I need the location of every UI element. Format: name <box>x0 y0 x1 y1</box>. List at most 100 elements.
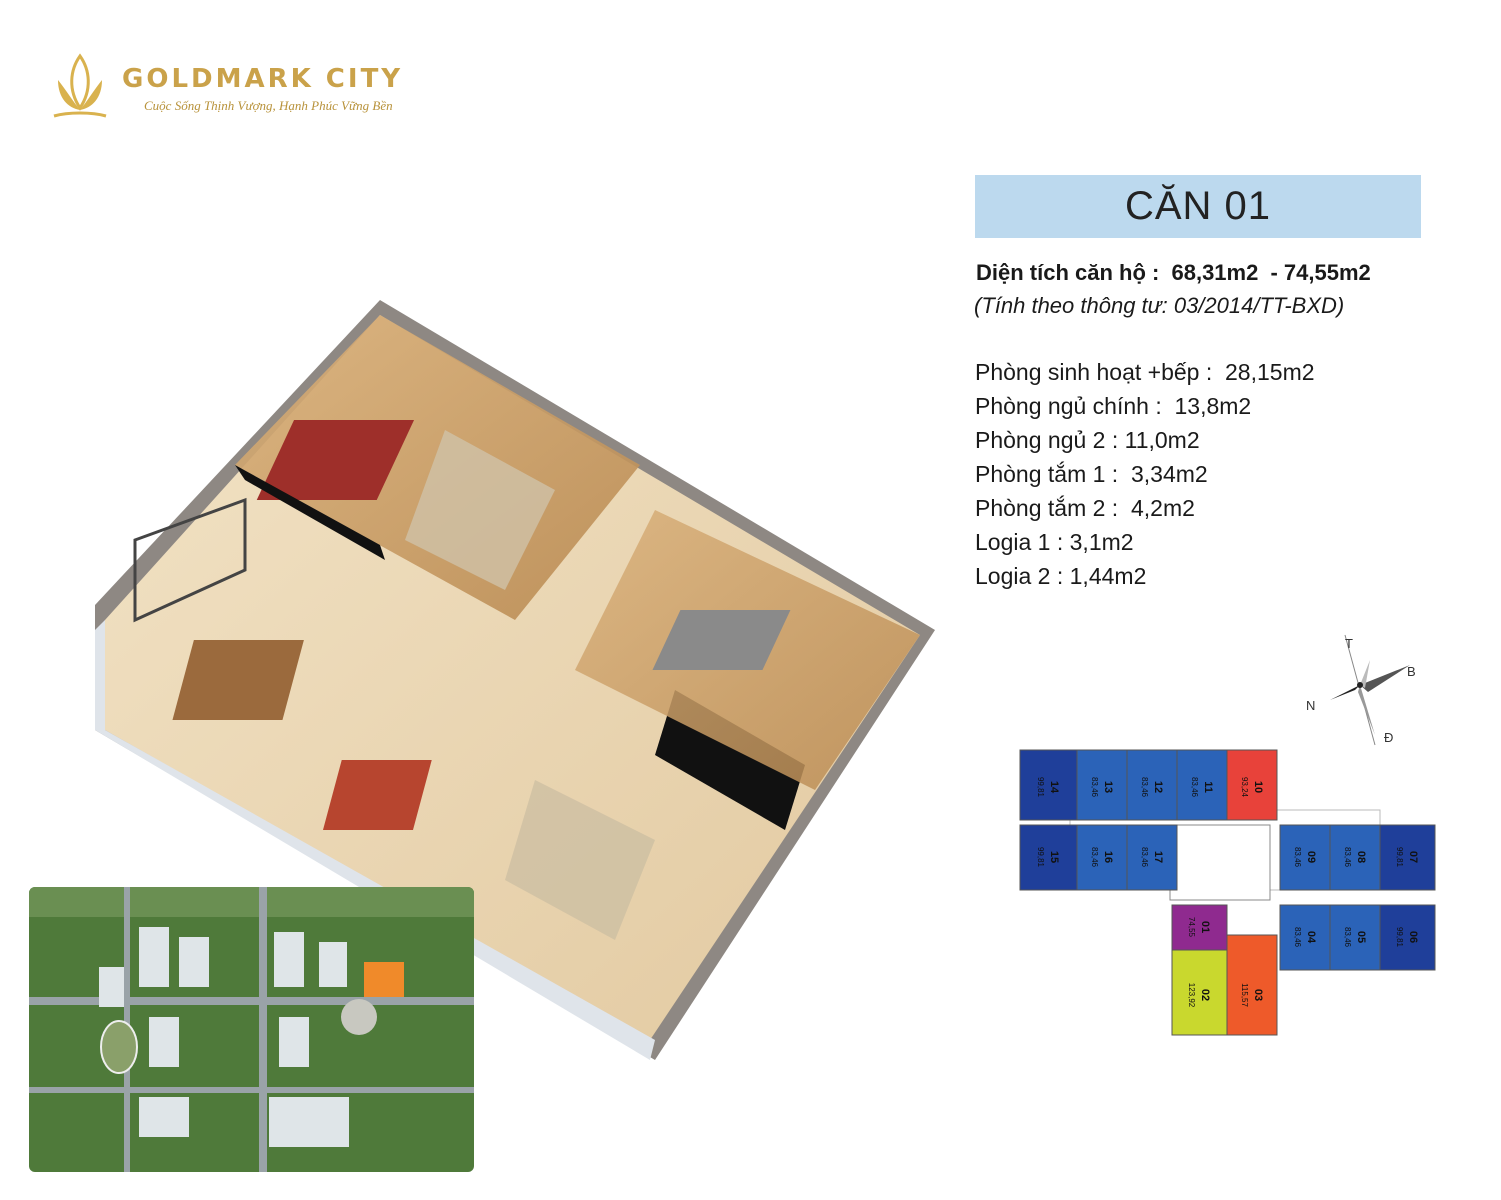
svg-text:83,46: 83,46 <box>1293 847 1302 868</box>
svg-text:83,46: 83,46 <box>1343 927 1352 948</box>
unit-block-07 <box>1379 824 1436 891</box>
unit-block-06 <box>1379 904 1436 971</box>
svg-text:13: 13 <box>1102 781 1114 793</box>
room-item: Phòng ngủ chính : 13,8m2 <box>975 389 1315 423</box>
area-label: Diện tích căn hộ : <box>976 260 1160 285</box>
room-value: 13,8m2 <box>1174 393 1252 419</box>
svg-text:83,46: 83,46 <box>1090 847 1099 868</box>
unit-block-17 <box>1126 824 1178 891</box>
brand-logo: GOLDMARK CITY Cuộc Sống Thịnh Vượng, Hạn… <box>48 50 428 130</box>
lotus-logo-icon <box>53 53 107 118</box>
room-value: 1,44m2 <box>1069 563 1147 589</box>
svg-text:83,46: 83,46 <box>1090 777 1099 798</box>
room-label: Phòng ngủ 2 : <box>975 427 1119 453</box>
svg-text:99,81: 99,81 <box>1395 927 1404 948</box>
room-label: Phòng ngủ chính : <box>975 393 1162 419</box>
room-value: 4,2m2 <box>1124 495 1195 521</box>
room-item: Phòng ngủ 2 : 11,0m2 <box>975 423 1315 457</box>
svg-text:14: 14 <box>1048 781 1060 794</box>
room-item: Phòng tắm 1 : 3,34m2 <box>975 457 1315 491</box>
unit-block-12 <box>1126 749 1178 821</box>
svg-text:83,46: 83,46 <box>1190 777 1199 798</box>
room-label: Phòng tắm 1 : <box>975 461 1119 487</box>
svg-text:08: 08 <box>1355 851 1367 863</box>
room-value: 11,0m2 <box>1124 427 1200 453</box>
svg-text:83,46: 83,46 <box>1293 927 1302 948</box>
svg-text:123,92: 123,92 <box>1187 983 1196 1008</box>
unit-block-02 <box>1171 949 1228 1036</box>
unit-block-09 <box>1279 824 1331 891</box>
unit-area-line: Diện tích căn hộ : 68,31m2 - 74,55m2 <box>976 260 1377 286</box>
room-label: Phòng tắm 2 : <box>975 495 1119 521</box>
svg-text:99,81: 99,81 <box>1036 847 1045 868</box>
svg-text:07: 07 <box>1407 851 1419 863</box>
brand-name: GOLDMARK CITY <box>122 64 404 94</box>
svg-text:09: 09 <box>1305 851 1317 863</box>
room-value: 28,15m2 <box>1225 359 1315 385</box>
unit-block-10 <box>1226 749 1278 821</box>
site-map-image <box>29 887 474 1172</box>
room-item: Logia 2 : 1,44m2 <box>975 559 1315 593</box>
compass-label-d: Đ <box>1384 730 1393 745</box>
unit-block-16 <box>1076 824 1128 891</box>
room-label: Phòng sinh hoạt +bếp : <box>975 359 1213 385</box>
svg-text:01: 01 <box>1199 921 1211 933</box>
svg-text:10: 10 <box>1252 781 1264 793</box>
unit-block-05 <box>1329 904 1381 971</box>
svg-text:99,81: 99,81 <box>1036 777 1045 798</box>
compass-label-b: B <box>1407 664 1416 679</box>
svg-text:115,57: 115,57 <box>1240 983 1249 1007</box>
svg-text:17: 17 <box>1152 851 1164 863</box>
svg-text:16: 16 <box>1102 851 1114 863</box>
svg-text:93,24: 93,24 <box>1240 777 1249 798</box>
svg-text:83,46: 83,46 <box>1140 847 1149 868</box>
room-area-list: Phòng sinh hoạt +bếp : 28,15m2 Phòng ngủ… <box>975 355 1315 593</box>
area-max: - 74,55m2 <box>1270 260 1371 285</box>
room-value: 3,34m2 <box>1124 461 1208 487</box>
room-item: Phòng tắm 2 : 4,2m2 <box>975 491 1315 525</box>
svg-text:03: 03 <box>1252 989 1264 1001</box>
area-min: 68,31m2 <box>1171 260 1259 285</box>
unit-block-04 <box>1279 904 1331 971</box>
brand-tagline: Cuộc Sống Thịnh Vượng, Hạnh Phúc Vững Bề… <box>144 98 393 113</box>
svg-text:83,46: 83,46 <box>1140 777 1149 798</box>
room-label: Logia 2 : <box>975 563 1064 589</box>
unit-title-banner: CĂN 01 <box>975 175 1421 238</box>
compass-label-n: N <box>1306 698 1315 713</box>
unit-block-11 <box>1176 749 1228 821</box>
unit-block-03 <box>1226 934 1278 1036</box>
compass-label-t: T <box>1345 636 1353 651</box>
unit-title: CĂN 01 <box>1124 184 1272 228</box>
svg-text:06: 06 <box>1407 931 1419 943</box>
unit-block-01 <box>1171 904 1228 951</box>
compass-icon: T B N Đ <box>1306 634 1416 746</box>
svg-text:05: 05 <box>1355 931 1367 943</box>
area-note: (Tính theo thông tư: 03/2014/TT-BXD) <box>974 293 1345 318</box>
floor-plan-3d-image <box>95 300 935 1060</box>
room-value: 3,1m2 <box>1069 529 1134 555</box>
unit-block-13 <box>1076 749 1128 821</box>
room-item: Phòng sinh hoạt +bếp : 28,15m2 <box>975 355 1315 389</box>
svg-text:04: 04 <box>1305 931 1317 944</box>
svg-text:12: 12 <box>1152 781 1164 793</box>
svg-text:15: 15 <box>1048 851 1060 863</box>
svg-text:11: 11 <box>1202 781 1214 793</box>
unit-block-08 <box>1329 824 1381 891</box>
svg-text:02: 02 <box>1199 989 1211 1001</box>
